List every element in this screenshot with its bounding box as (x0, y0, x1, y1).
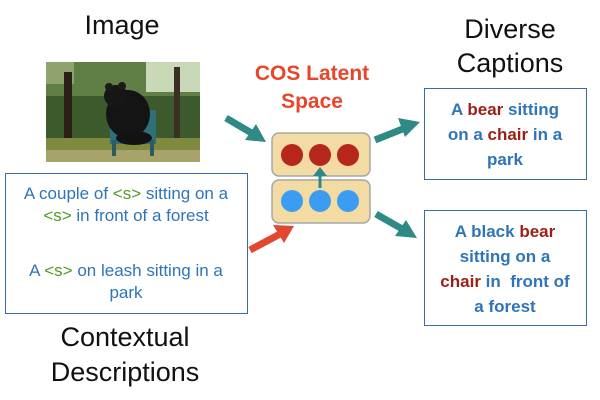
placeholder-token: <s> (43, 206, 72, 225)
context-2-part: A (29, 261, 45, 280)
caption-2: A black bear sitting on a chair in front… (425, 219, 585, 319)
placeholder-token: <s> (44, 261, 73, 280)
caption-word: sitting on a (459, 247, 551, 266)
caption-keyword: bear (519, 222, 556, 241)
caption-2-line-3: chair in front of (425, 269, 585, 294)
latent-space-title-line2: Space (281, 90, 343, 113)
latent-dot-red (281, 144, 303, 166)
caption-box-2: A black bear sitting on a chair in front… (424, 210, 587, 326)
context-2-part: on leash sitting in a park (72, 261, 223, 302)
caption-1-line-3: park (425, 147, 585, 172)
caption-keyword: chair (440, 272, 481, 291)
captions-heading-line2: Captions (456, 48, 564, 78)
contextual-descriptions-box: A couple of <s> sitting on a <s> in fron… (5, 173, 248, 314)
caption-2-line-2: sitting on a (425, 244, 585, 269)
caption-keyword: bear (467, 100, 504, 119)
caption-box-1: A bear sitting on a chair in a park (424, 88, 587, 180)
caption-word: a forest (474, 297, 536, 316)
arrow-latent-to-caption2-icon (395, 220, 417, 238)
bear-photo-drawing (46, 62, 200, 162)
caption-word: on a (447, 125, 488, 144)
context-description-1: A couple of <s> sitting on a <s> in fron… (12, 183, 240, 227)
context-heading-line1: Contextual (60, 322, 190, 352)
caption-2-line-4: a forest (425, 294, 585, 319)
arrow-latent-to-caption2-shaft (374, 210, 406, 234)
caption-word: in front of (480, 272, 570, 291)
caption-word: A black (454, 222, 520, 241)
latent-dot-blue (309, 190, 331, 212)
image-heading: Image (84, 10, 160, 40)
arrow-image-to-latent-icon (245, 124, 266, 142)
latent-dot-red (309, 144, 331, 166)
latent-space-title-line1: COS Latent (254, 62, 370, 85)
caption-1: A bear sitting on a chair in a park (425, 97, 585, 172)
arrow-latent-to-caption1-icon (398, 118, 420, 137)
caption-2-line-1: A black bear (425, 219, 585, 244)
latent-dot-blue (281, 190, 303, 212)
context-1-part: sitting on a (141, 184, 229, 203)
caption-word: in a (528, 125, 563, 144)
caption-word: sitting (503, 100, 559, 119)
caption-word: A (450, 100, 468, 119)
context-description-2: A <s> on leash sitting in a park (12, 260, 240, 304)
caption-word: park (487, 150, 523, 169)
arrow-context-to-latent-icon (273, 225, 294, 243)
arrow-image-to-latent-shaft (224, 114, 257, 139)
captions-heading-line1: Diverse (464, 14, 556, 44)
context-heading-line2: Descriptions (50, 357, 200, 387)
placeholder-token: <s> (112, 184, 142, 203)
caption-1-line-2: on a chair in a (425, 122, 585, 147)
arrow-latent-to-caption1-shaft (373, 124, 407, 144)
latent-dot-red (337, 144, 359, 166)
context-1-part: A couple of (23, 184, 113, 203)
arrow-context-to-latent-shaft (248, 229, 284, 254)
bear-photo (46, 62, 200, 162)
context-1-part: in front of a forest (71, 206, 209, 225)
caption-1-line-1: A bear sitting (425, 97, 585, 122)
latent-dot-blue (337, 190, 359, 212)
caption-keyword: chair (487, 125, 529, 144)
up-arrow-icon (313, 167, 327, 176)
